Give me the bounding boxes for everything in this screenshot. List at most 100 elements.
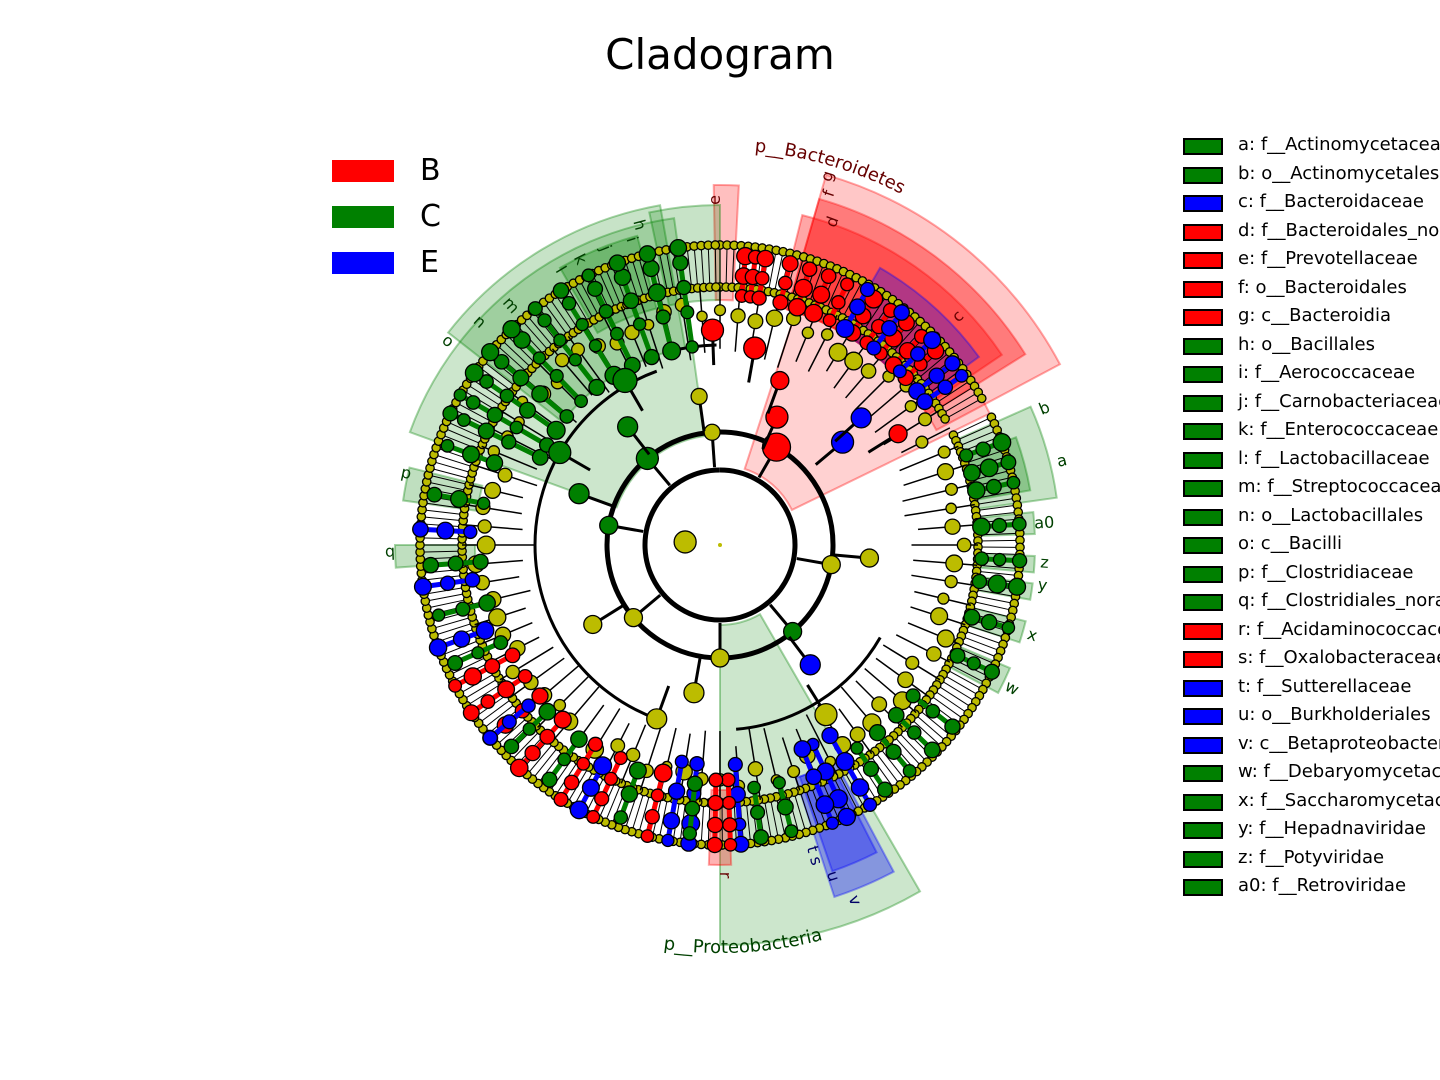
taxa-legend-item: j: f__Carnobacteriaceae	[1183, 390, 1440, 419]
leaf-spoke	[977, 564, 1020, 570]
branch-node	[925, 646, 942, 662]
inner-node	[821, 554, 841, 575]
branch-node	[945, 502, 957, 515]
leaf-spoke	[425, 592, 467, 602]
biomarker-node-e	[501, 714, 517, 730]
biomarker-node-c	[622, 292, 640, 310]
inner-node	[683, 682, 705, 704]
taxa-legend-item: o: c__Bacilli	[1183, 532, 1440, 561]
branch-node	[897, 671, 914, 689]
leaf-spoke	[891, 321, 921, 354]
leaf-spoke	[521, 319, 550, 352]
leaf-spoke	[763, 799, 773, 841]
biomarker-node-c	[581, 268, 596, 283]
taxa-label: c: f__Bacteroidaceae	[1238, 191, 1424, 212]
taxa-label: o: c__Bacilli	[1238, 533, 1342, 554]
clade-letter-i: i	[623, 234, 642, 244]
inner-node	[770, 370, 790, 391]
biomarker-node-b	[497, 680, 516, 699]
taxa-legend-item: f: o__Bacteroidales	[1183, 276, 1440, 305]
branch-node	[849, 726, 866, 743]
taxa-legend-item: c: f__Bacteroidaceae	[1183, 190, 1440, 219]
biomarker-node-c	[923, 741, 941, 759]
biomarker-node-e	[475, 621, 495, 640]
biomarker-node-c	[862, 760, 880, 777]
biomarker-node-c	[588, 378, 606, 397]
biomarker-node-c	[485, 454, 504, 472]
clade-letter-f: f	[819, 187, 839, 199]
biomarker-node-c	[481, 342, 500, 362]
taxa-legend-item: s: f__Oxalobacteraceae	[1183, 646, 1440, 675]
taxa-swatch	[1183, 166, 1223, 184]
biomarker-node-b	[509, 758, 529, 778]
biomarker-node-c	[949, 647, 966, 664]
biomarker-node-c	[753, 829, 770, 846]
biomarker-node-c	[568, 353, 582, 367]
taxa-legend-item: m: f__Streptococcaceae	[1183, 475, 1440, 504]
biomarker-node-b	[772, 294, 789, 311]
biomarker-node-e	[521, 698, 536, 714]
leaf-spoke	[731, 245, 735, 288]
biomarker-node-c	[598, 303, 614, 319]
leaf-spoke	[700, 245, 705, 288]
leaf-spoke	[693, 246, 699, 289]
group-swatch-c	[332, 206, 394, 228]
taxa-label: a0: f__Retroviridae	[1238, 875, 1407, 896]
branch-node	[944, 482, 959, 496]
biomarker-node-b	[822, 313, 837, 328]
biomarker-node-b	[653, 763, 673, 783]
biomarker-node-b	[504, 647, 521, 664]
biomarker-node-b	[706, 816, 724, 834]
taxa-label: q: f__Clostridiales_norank	[1238, 590, 1440, 611]
leaf-spoke	[423, 586, 466, 595]
leaf-spoke	[825, 271, 844, 311]
leaf-spoke	[638, 793, 651, 834]
biomarker-node-e	[880, 319, 898, 337]
branch-node	[871, 696, 888, 713]
branch-node	[944, 518, 961, 535]
biomarker-node-c	[662, 341, 682, 361]
biomarker-node-b	[553, 791, 569, 808]
taxa-label: e: f__Prevotellaceae	[1238, 248, 1418, 269]
biomarker-node-c	[608, 254, 627, 272]
taxa-legend-item: r: f__Acidaminococcaceae	[1183, 618, 1440, 647]
biomarker-node-c	[501, 434, 517, 450]
leaf-spoke	[976, 511, 1019, 518]
leaf-spoke	[958, 429, 998, 447]
biomarker-node-b	[480, 694, 496, 709]
clade-letter-r: r	[716, 872, 735, 879]
biomarker-node-e	[862, 797, 878, 812]
branch-node	[553, 698, 567, 712]
group-swatch-e	[332, 252, 394, 274]
taxa-legend-item: g: c__Bacteroidia	[1183, 304, 1440, 333]
taxa-swatch	[1183, 223, 1223, 241]
branch-node	[477, 519, 492, 534]
biomarker-node-e	[849, 298, 866, 316]
branch-line	[913, 559, 978, 566]
taxa-swatch	[1183, 280, 1223, 298]
biomarker-node-c	[464, 363, 484, 383]
leaf-spoke	[955, 423, 995, 442]
leaf-spoke	[496, 716, 529, 746]
taxa-label: x: f__Saccharomycetaceae	[1238, 789, 1440, 811]
biomarker-node-c	[479, 374, 494, 389]
inner-node	[617, 416, 639, 438]
biomarker-node-c	[944, 718, 961, 735]
biomarker-node-b	[650, 788, 665, 803]
taxa-swatch	[1183, 423, 1223, 440]
taxa-swatch	[1183, 793, 1223, 811]
biomarker-node-c	[628, 761, 647, 780]
branch-line	[895, 634, 951, 663]
taxa-legend-item: z: f__Potyviridae	[1183, 846, 1440, 875]
inner-node	[599, 515, 619, 536]
biomarker-node-c	[669, 238, 688, 257]
biomarker-node-b	[723, 837, 738, 852]
leaf-spoke	[965, 624, 1006, 639]
biomarker-node-e	[923, 330, 942, 350]
biomarker-branch-b	[558, 742, 598, 801]
group-label-b: B	[420, 153, 441, 188]
leaf-spoke	[799, 790, 814, 831]
biomarker-node-c	[472, 553, 489, 570]
leaf-spoke	[874, 751, 901, 786]
biomarker-node-c	[975, 441, 991, 458]
